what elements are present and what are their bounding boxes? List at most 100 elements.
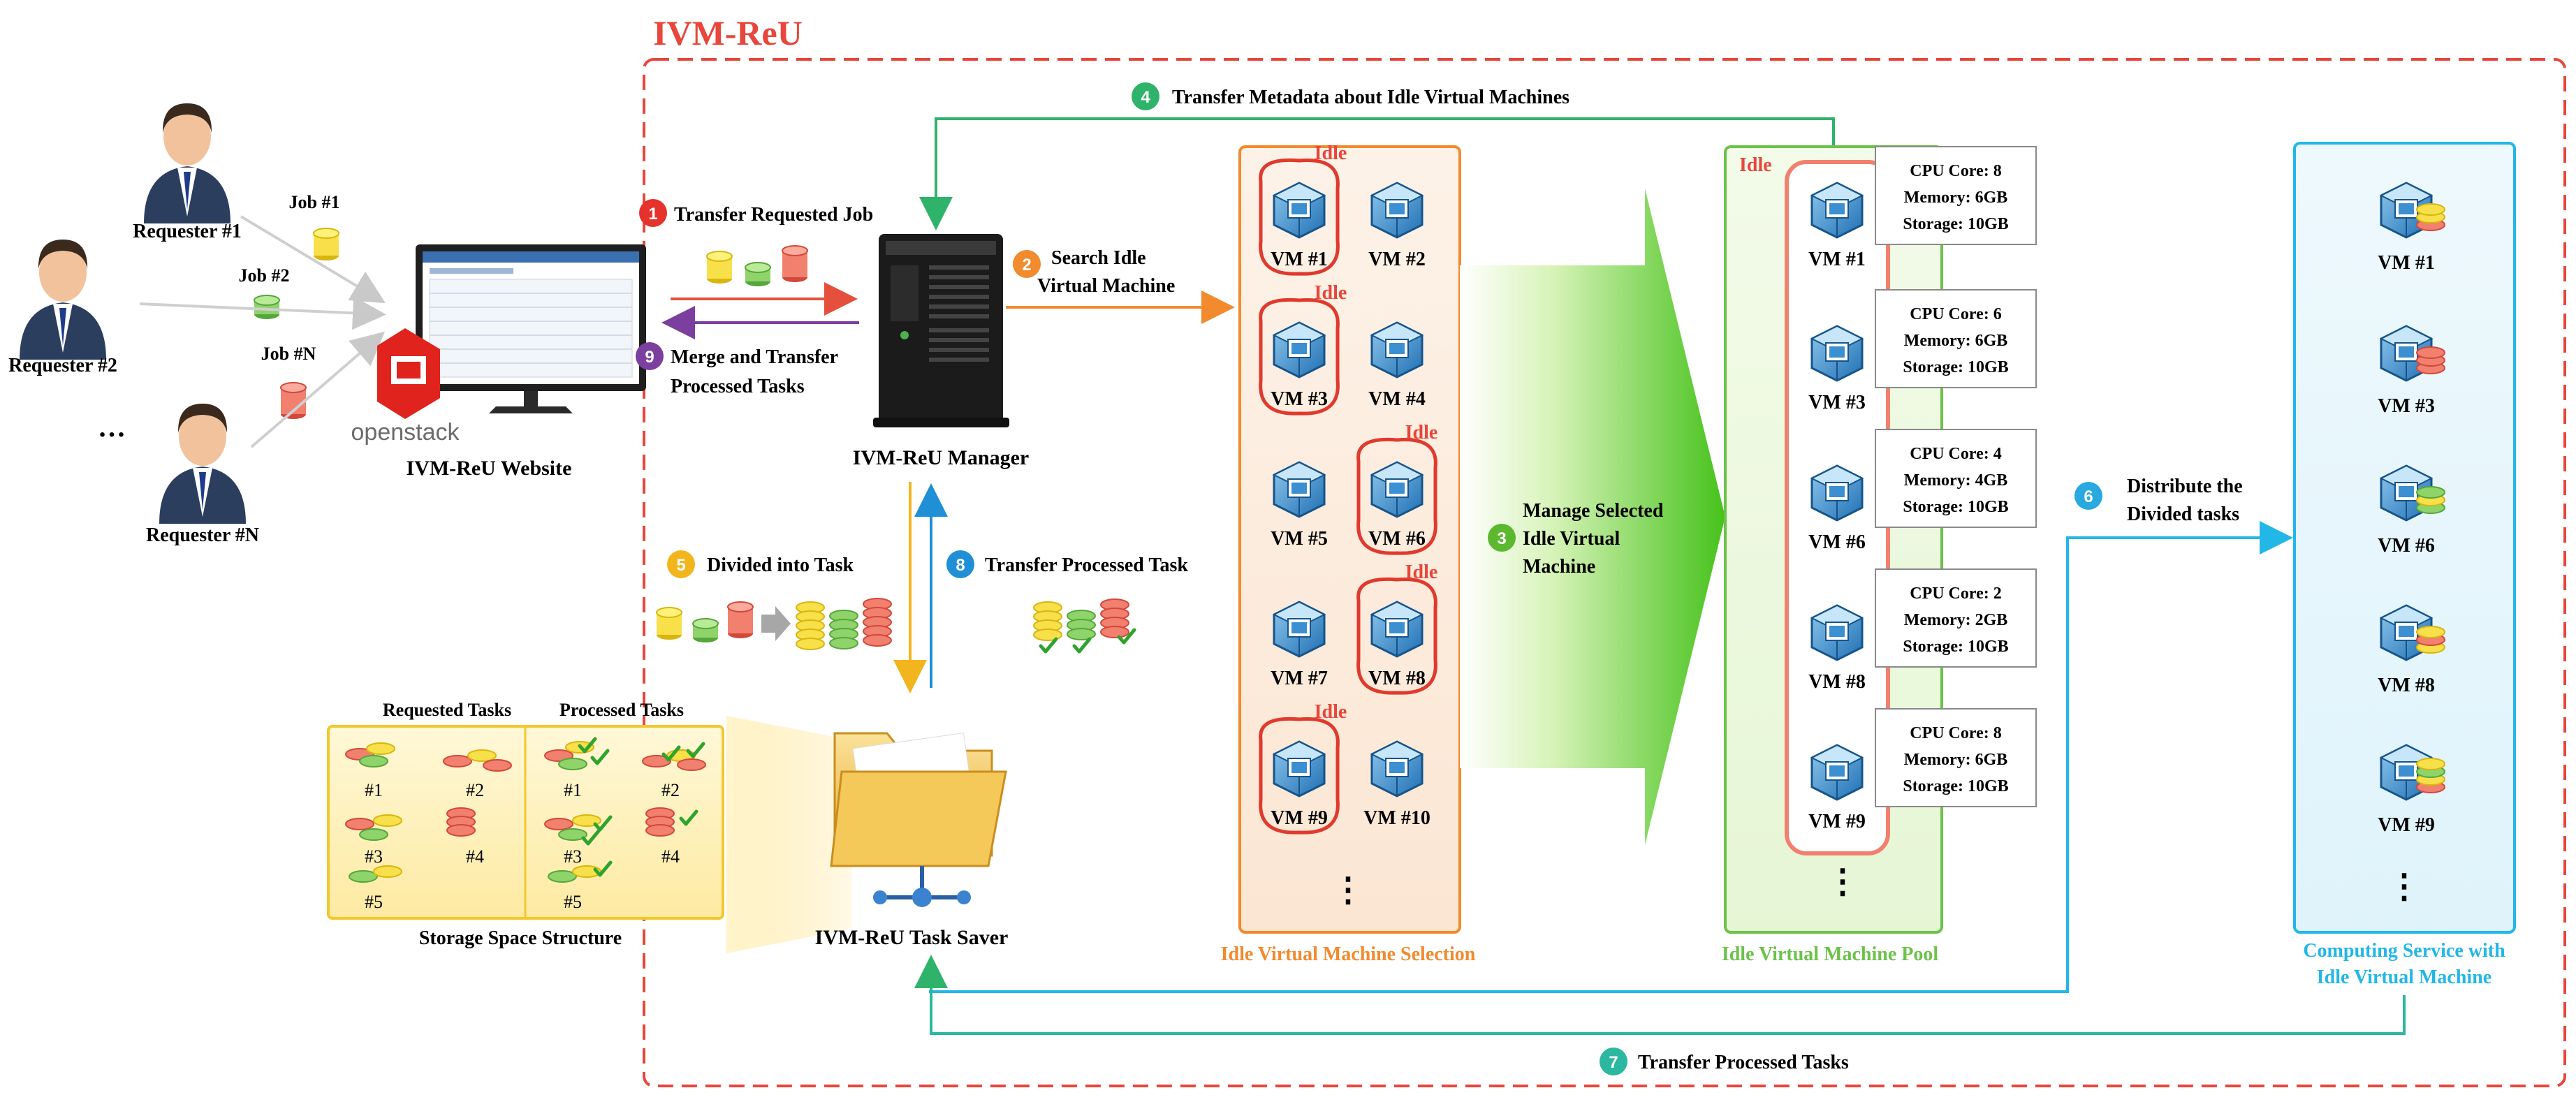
vm-icon [1273,182,1326,239]
selection-vm-label: VM #2 [1368,249,1426,270]
step-2-label-line1: Search Idle [1051,247,1146,269]
step-5-label: Divided into Task [707,554,854,576]
step-1-label: Transfer Requested Job [674,204,873,226]
computing-vm-label: VM #9 [2378,814,2435,836]
computing-vm-label: VM #1 [2378,252,2435,274]
pool-vm-label: VM #1 [1808,249,1866,270]
svg-text:5: 5 [676,556,685,575]
svg-text:1: 1 [648,205,657,223]
job-2-label: Job #2 [239,265,290,286]
svg-text:#5: #5 [564,892,582,912]
selection-vm-label: VM #1 [1271,249,1328,270]
svg-text:#3: #3 [365,846,383,867]
svg-text:#3: #3 [564,846,582,867]
svg-text:4: 4 [1141,88,1150,107]
svg-text:#4: #4 [466,846,484,867]
vm-spec-line: CPU Core: 6 [1910,305,2002,323]
svg-text:#2: #2 [466,780,484,800]
requested-task-items: #1 #2 #3 #4 #5 [345,742,512,912]
computing-ellipsis: ⋮ [2387,868,2421,905]
pool-vm-label: VM #9 [1808,811,1866,832]
idle-highlight [1356,577,1437,695]
vm-spec-line: Memory: 6GB [1904,189,2008,207]
storage-spotlight [726,716,852,953]
vm-spec-line: CPU Core: 4 [1910,445,2002,463]
vm-icon [1273,740,1326,798]
task-coin-icon [2416,626,2445,638]
requester-1-label: Requester #1 [133,221,242,242]
computing-label-line1: Computing Service with [2303,940,2505,962]
idle-label: Idle [1315,701,1347,723]
vm-icon [1273,461,1326,518]
vm-spec-line: CPU Core: 2 [1910,585,2002,603]
idle-highlight [1259,717,1340,835]
vm-spec-line: Storage: 10GB [1903,215,2008,233]
step-9-badge [636,342,664,370]
step-4-arrow [919,117,1835,230]
step-4-badge [1132,82,1159,110]
idle-highlight [1356,437,1437,555]
requester-1 [144,103,230,223]
divided-tasks-icon [656,598,892,650]
step-9-label-line1: Merge and Transfer [671,346,838,368]
idle-highlight [1259,158,1340,276]
svg-text:8: 8 [956,556,965,575]
vm-spec-line: Memory: 2GB [1904,611,2008,629]
svg-text:6: 6 [2084,487,2093,506]
vm-icon [1810,325,1864,382]
vm-spec-line: Storage: 10GB [1903,638,2008,656]
vm-spec-line: Memory: 4GB [1904,471,2008,490]
processed-task-items: #1 #2 #3 #4 #5 [544,739,706,912]
website-label: IVM-ReU Website [407,457,572,480]
step-2-badge [1013,250,1041,278]
vm-spec-line: Storage: 10GB [1903,777,2008,795]
vm-spec-line: Memory: 6GB [1904,751,2008,769]
vm-spec-line: CPU Core: 8 [1910,162,2002,180]
selection-vm-label: VM #7 [1271,668,1328,689]
step-6-arrow [929,521,2293,993]
step-2-label-line2: Virtual Machine [1037,275,1175,297]
pool-vm-label: VM #8 [1808,671,1866,693]
pool-panel-label: Idle Virtual Machine Pool [1722,943,1939,965]
vm-icon [1810,464,1864,522]
svg-text:9: 9 [645,348,654,367]
job-1-stack-icon [313,228,339,261]
vm-spec-box [1875,568,2037,668]
transfer-job-stacks-icon [706,245,808,287]
processed-task-icon [1033,598,1134,652]
vm-icon [1273,321,1326,379]
vm-spec-line: CPU Core: 8 [1910,724,2002,742]
storage-label: Storage Space Structure [419,927,622,949]
pool-vm-label: VM #6 [1808,531,1866,553]
vm-icon [1273,601,1326,658]
computing-panel [2293,142,2516,934]
selection-vm-label: VM #10 [1363,807,1430,829]
step-3-badge [1488,524,1516,552]
computing-vm-list: VM #1VM #3VM #6VM #8VM #9 [2378,182,2445,836]
svg-text:#4: #4 [661,846,680,867]
vm-icon [1370,182,1424,239]
step-6-badge [2074,482,2102,510]
idle-label: Idle [1315,282,1347,304]
step-6-label-line1: Distribute the [2127,476,2243,497]
idle-label: Idle [1315,142,1347,164]
vm-spec-box [1875,708,2037,807]
vm-icon [1370,461,1424,518]
requester-n-arrow [250,331,386,448]
step-8-label: Transfer Processed Task [985,554,1188,576]
selection-vm-label: VM #8 [1368,668,1426,689]
vm-icon [1810,604,1864,661]
svg-text:7: 7 [1609,1053,1618,1072]
step-3-label-line2: Idle Virtual [1523,528,1620,550]
selection-vm-label: VM #5 [1271,528,1328,550]
pool-vm-list: VM #1 CPU Core: 8 Memory: 6GB Storage: 10GB… [1808,146,2037,832]
pool-idle-label: Idle [1739,154,1772,176]
diagram-title: IVM-ReU [653,13,803,52]
requester-1-arrow [240,215,386,304]
job-2-stack-icon [254,295,280,320]
computing-label-line2: Idle Virtual Machine [2317,967,2491,988]
selection-ellipsis: ⋮ [1331,872,1365,909]
vm-spec-box [1875,429,2037,528]
